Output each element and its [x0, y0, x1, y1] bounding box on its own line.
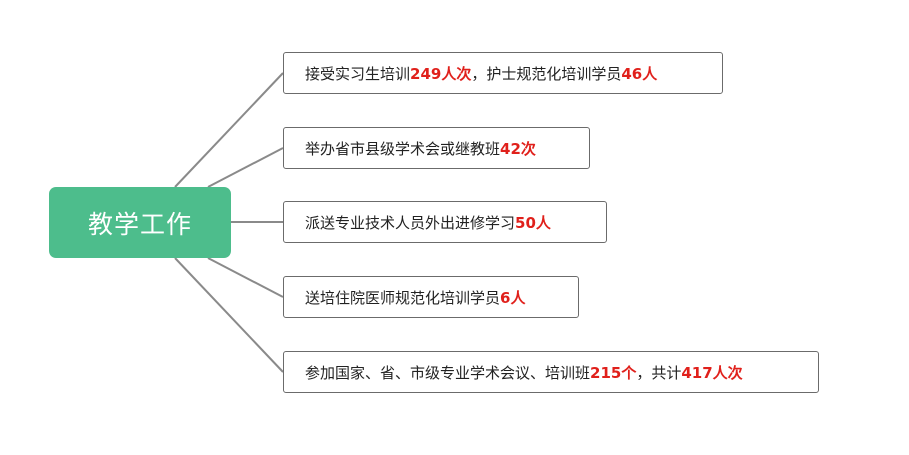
branch-text: ，护士规范化培训学员 [471, 64, 622, 83]
branch-text: 送培住院医师规范化培训学员 [305, 288, 501, 307]
branch-highlight: 46人 [621, 64, 658, 83]
branch-highlight: 50人 [515, 213, 551, 232]
connector-line [174, 257, 284, 373]
branch-highlight: 417人次 [681, 363, 743, 382]
branch-text: 举办省市县级学术会或继教班 [305, 139, 501, 158]
branch-highlight: 215个 [590, 363, 637, 382]
branch-text: ，共计 [636, 363, 682, 382]
branch-highlight: 6人 [500, 288, 526, 307]
branch-text: 接受实习生培训 [305, 64, 411, 83]
connector-line [207, 147, 284, 188]
branch-text: 派送专业技术人员外出进修学习 [305, 213, 516, 232]
branch-highlight: 42次 [500, 139, 536, 158]
branch-highlight: 249人次 [410, 64, 472, 83]
root-label: 教学工作 [87, 209, 192, 239]
connector-line [174, 72, 284, 188]
connector-line [207, 257, 284, 298]
root-node: 教学工作 [49, 187, 231, 258]
branch-text: 参加国家、省、市级专业学术会议、培训班 [305, 363, 591, 382]
